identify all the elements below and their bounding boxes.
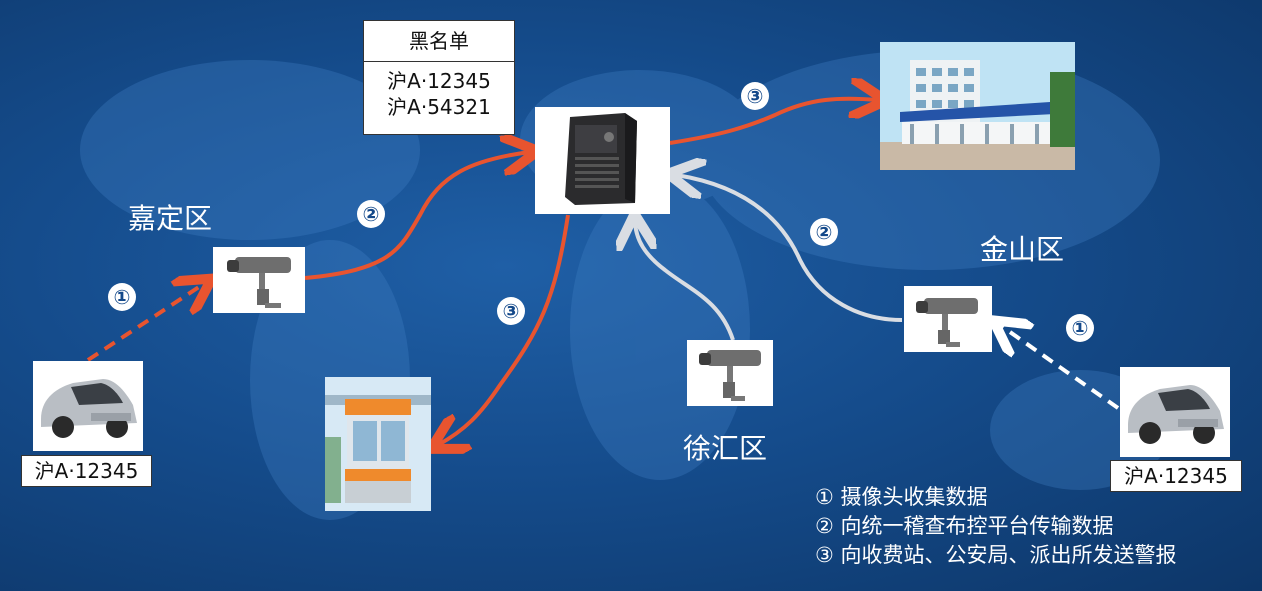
toll-booth-icon xyxy=(325,377,431,511)
blacklist-plate: 沪A·54321 xyxy=(387,95,491,119)
arrow-car-to-camera-left xyxy=(86,283,205,362)
camera-jiading xyxy=(213,247,305,313)
tollbooth-image xyxy=(325,377,431,511)
step-marker-3: ③ xyxy=(741,82,769,110)
camera-xuhui xyxy=(687,340,773,406)
step-marker-1: ① xyxy=(1066,314,1094,342)
blacklist-plate: 沪A·12345 xyxy=(387,69,491,93)
step-marker-2: ② xyxy=(357,200,385,228)
car-plate-right: 沪A·12345 xyxy=(1110,460,1242,492)
car-plate-left: 沪A·12345 xyxy=(21,455,152,487)
legend-item-3: ③ 向收费站、公安局、派出所发送警报 xyxy=(815,543,1177,567)
step-marker-1: ① xyxy=(108,283,136,311)
camera-icon xyxy=(916,298,978,347)
car-icon xyxy=(41,379,137,438)
building-image xyxy=(880,42,1075,170)
arrow-server-to-building xyxy=(669,99,878,145)
arrow-server-to-tollbooth xyxy=(438,214,570,445)
camera-icon xyxy=(227,257,291,308)
blacklist-table: 黑名单 沪A·12345 沪A·54321 xyxy=(363,20,515,135)
step-marker-3: ③ xyxy=(497,297,525,325)
blacklist-title: 黑名单 xyxy=(364,21,514,62)
region-label-xuhui: 徐汇区 xyxy=(683,432,768,465)
server-icon xyxy=(565,113,637,205)
camera-jinshan xyxy=(904,286,992,352)
car-right xyxy=(1120,367,1230,457)
legend: ① 摄像头收集数据 ② 向统一稽查布控平台传输数据 ③ 向收费站、公安局、派出所… xyxy=(815,483,1177,570)
arrow-car-to-camera-right xyxy=(1000,325,1120,410)
legend-item-1: ① 摄像头收集数据 xyxy=(815,485,988,509)
car-left xyxy=(33,361,143,451)
region-label-jinshan: 金山区 xyxy=(980,233,1065,266)
step-marker-2: ② xyxy=(810,218,838,246)
arrow-camera-to-server-left xyxy=(304,152,530,280)
legend-item-2: ② 向统一稽查布控平台传输数据 xyxy=(815,514,1114,538)
arrow-camera-to-server-right xyxy=(676,175,903,322)
arrow-camera-to-server-middle xyxy=(635,222,735,341)
server-image xyxy=(535,107,670,214)
region-label-jiading: 嘉定区 xyxy=(128,202,213,235)
camera-icon xyxy=(699,350,761,401)
car-icon xyxy=(1128,385,1224,444)
building-icon xyxy=(880,42,1075,170)
